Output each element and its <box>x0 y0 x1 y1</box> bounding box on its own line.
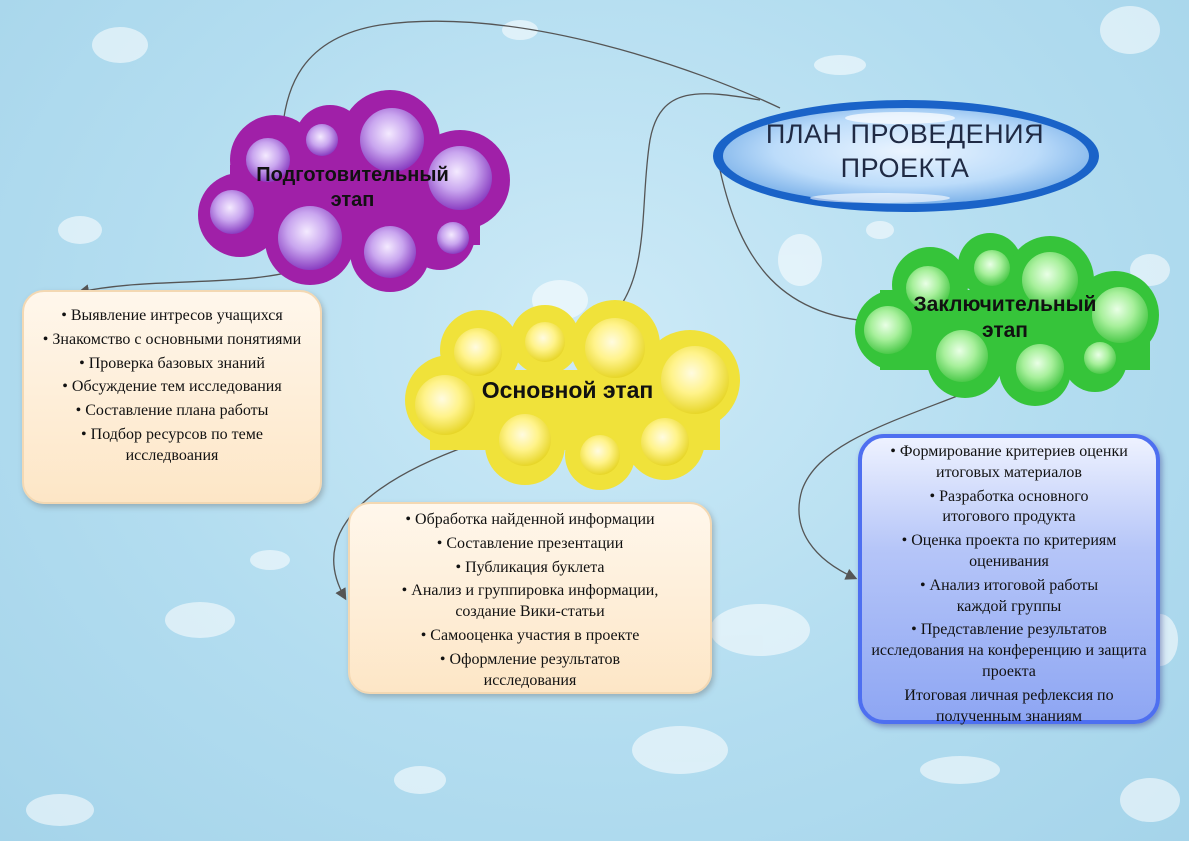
preparatory-task: Знакомство с основными понятиями <box>30 330 314 351</box>
preparatory-task: Проверка базовых знаний <box>30 354 314 375</box>
final-line-1: Заключительный <box>913 293 1097 316</box>
title-oval <box>713 100 1099 212</box>
final-tasks-box: Формирование критериев оценки итоговых м… <box>858 434 1160 725</box>
final-task: Итоговая личная рефлексия по полученным … <box>904 686 1114 725</box>
preparatory-tasks-box: Выявление интресов учащихся Знакомство с… <box>22 290 322 504</box>
main-task: Анализ и группировка информации, создани… <box>356 581 704 623</box>
final-stage-label: Заключительный этап <box>885 292 1125 345</box>
preparatory-line-2: этап <box>330 189 375 211</box>
preparatory-stage-label: Подготовительный этап <box>225 163 480 213</box>
main-stage-label: Основной этап <box>440 376 695 405</box>
connector-title-to-preparatory <box>276 20 781 138</box>
background-droplets <box>26 6 1180 826</box>
main-stage-text: Основной этап <box>481 377 654 403</box>
connector-final-to-box <box>798 384 986 580</box>
connector-main-to-box <box>333 444 471 601</box>
main-cloud <box>405 300 740 490</box>
preparatory-task: Обсуждение тем исследования <box>30 377 314 398</box>
preparatory-task: Подбор ресурсов по теме исследвоания <box>30 425 314 467</box>
preparatory-line-1: Подготовительный <box>256 164 449 186</box>
main-task: Обработка найденной информации <box>356 510 704 531</box>
main-tasks-box: Обработка найденной информации Составлен… <box>348 502 712 694</box>
main-task: Составление презентации <box>356 534 704 555</box>
title-line-2: ПРОЕКТА <box>840 152 970 183</box>
title-line-1: ПЛАН ПРОВЕДЕНИЯ <box>765 119 1045 149</box>
project-plan-title: ПЛАН ПРОВЕДЕНИЯ ПРОЕКТА <box>730 118 1080 186</box>
final-task: Представление результатов исследования н… <box>868 620 1150 682</box>
preparatory-cloud <box>198 90 510 292</box>
main-task: Оформление результатов исследования <box>356 650 704 692</box>
final-cloud <box>855 233 1159 406</box>
preparatory-task: Составление плана работы <box>30 401 314 422</box>
final-task: Формирование критериев оценки итоговых м… <box>868 442 1150 484</box>
main-task: Самооценка участия в проекте <box>356 626 704 647</box>
final-task: Анализ итоговой работы каждой группы <box>868 576 1150 618</box>
final-task: Разработка основного итогового продукта <box>868 487 1150 529</box>
final-line-2: этап <box>982 319 1028 343</box>
connector-title-to-main <box>614 93 761 315</box>
connector-title-to-final <box>719 169 888 328</box>
preparatory-task: Выявление интресов учащихся <box>30 306 314 327</box>
main-task: Публикация буклета <box>356 558 704 579</box>
final-task: Оценка проекта по критериям оценивания <box>868 531 1150 573</box>
